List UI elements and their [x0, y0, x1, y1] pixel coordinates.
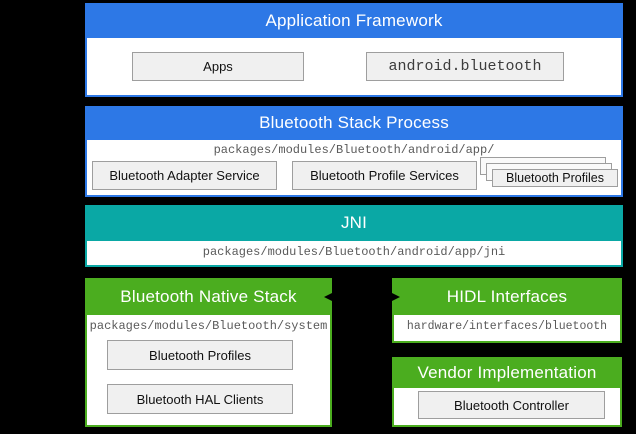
bluetooth-native-stack-body: packages/modules/Bluetooth/system Blueto…: [85, 315, 332, 427]
jni-path: packages/modules/Bluetooth/android/app/j…: [202, 245, 506, 259]
bluetooth-adapter-service-box: Bluetooth Adapter Service: [92, 161, 277, 190]
jni-title: JNI: [85, 205, 623, 241]
bluetooth-native-stack-title: Bluetooth Native Stack: [85, 278, 332, 315]
stack-process-path: packages/modules/Bluetooth/android/app/: [213, 143, 495, 157]
native-stack-path: packages/modules/Bluetooth/system: [89, 319, 328, 333]
bluetooth-hal-clients-box: Bluetooth HAL Clients: [107, 384, 293, 414]
bluetooth-stack-process-title: Bluetooth Stack Process: [85, 106, 623, 140]
section-jni: JNI packages/modules/Bluetooth/android/a…: [85, 205, 623, 267]
section-vendor-implementation: Vendor Implementation Bluetooth Controll…: [392, 357, 622, 427]
bluetooth-stack-process-body: packages/modules/Bluetooth/android/app/ …: [85, 140, 623, 197]
section-bluetooth-native-stack: Bluetooth Native Stack packages/modules/…: [85, 278, 332, 427]
hidl-interfaces-body: hardware/interfaces/bluetooth: [392, 315, 622, 343]
bluetooth-profile-services-box: Bluetooth Profile Services: [292, 161, 477, 190]
hidl-path: hardware/interfaces/bluetooth: [406, 320, 608, 333]
section-hidl-interfaces: HIDL Interfaces hardware/interfaces/blue…: [392, 278, 622, 343]
android-bluetooth-box: android.bluetooth: [366, 52, 564, 81]
jni-body: packages/modules/Bluetooth/android/app/j…: [85, 241, 623, 267]
bluetooth-profiles-card-front: Bluetooth Profiles: [492, 169, 618, 187]
application-framework-title: Application Framework: [85, 3, 623, 38]
section-application-framework: Application Framework Apps android.bluet…: [85, 3, 623, 97]
hidl-interfaces-title: HIDL Interfaces: [392, 278, 622, 315]
bluetooth-controller-box: Bluetooth Controller: [418, 391, 605, 419]
bidirectional-arrow: [324, 292, 400, 302]
apps-box: Apps: [132, 52, 304, 81]
vendor-implementation-body: Bluetooth Controller: [392, 388, 622, 427]
vendor-implementation-title: Vendor Implementation: [392, 357, 622, 388]
application-framework-body: Apps android.bluetooth: [85, 38, 623, 97]
section-bluetooth-stack-process: Bluetooth Stack Process packages/modules…: [85, 106, 623, 197]
native-bluetooth-profiles-box: Bluetooth Profiles: [107, 340, 293, 370]
